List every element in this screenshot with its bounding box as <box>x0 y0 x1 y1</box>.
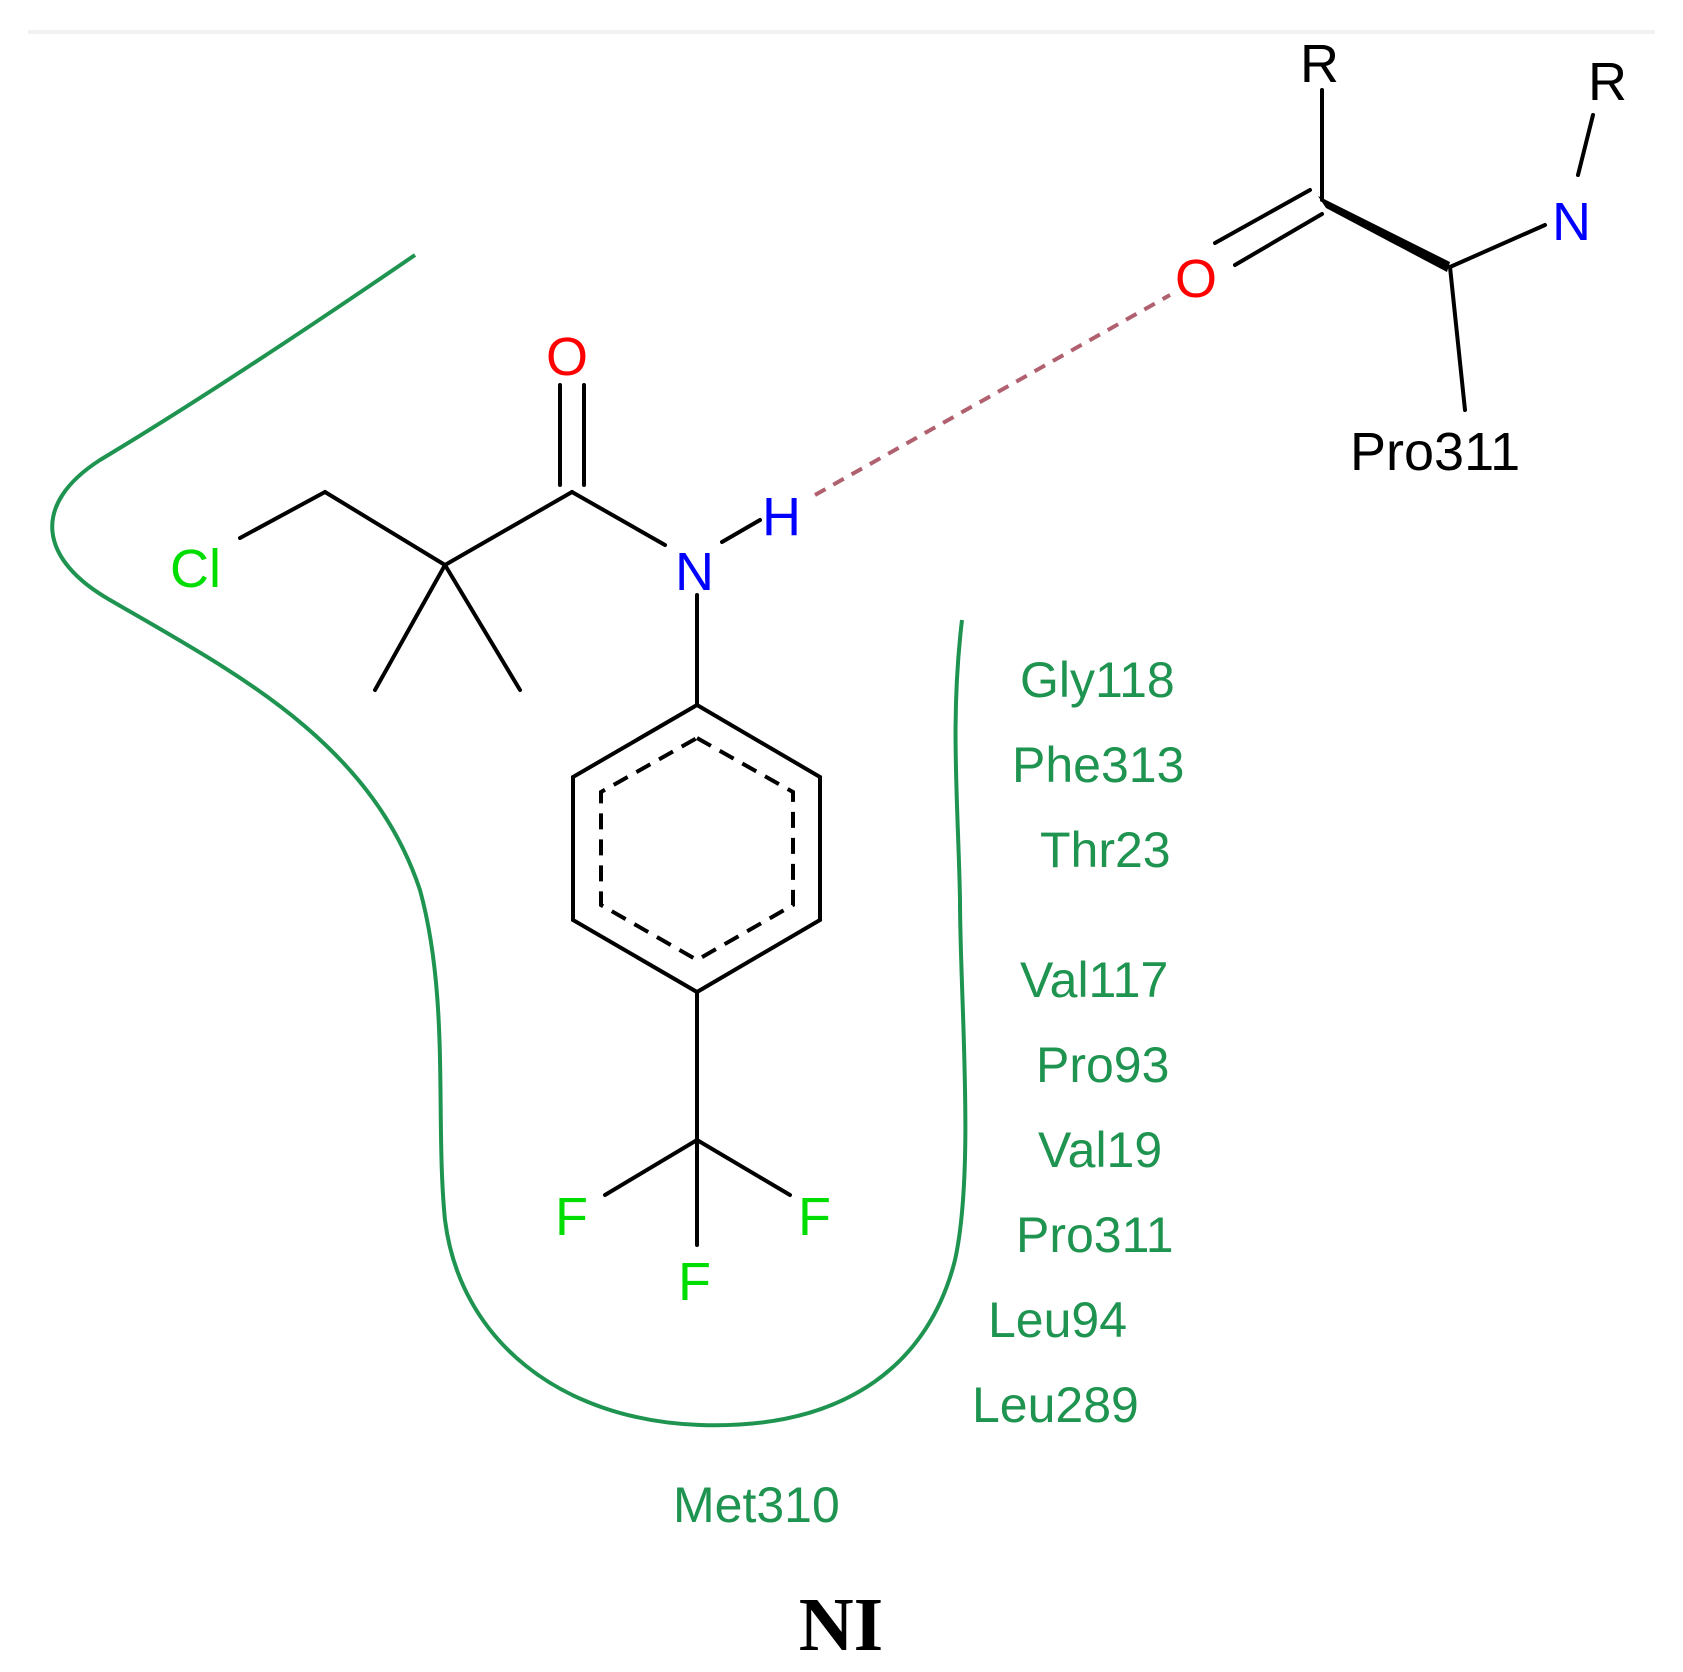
amide-nitrogen-atom: N <box>675 542 714 602</box>
amide-hydrogen-atom: H <box>762 487 801 547</box>
residue-label: Phe313 <box>1012 737 1184 793</box>
residue-label: Gly118 <box>1020 652 1175 708</box>
residue-label: Leu289 <box>972 1377 1139 1433</box>
receptor-skeleton <box>1213 88 1595 412</box>
wedge-bond <box>1318 196 1450 272</box>
fluorine-atom-bottom: F <box>678 1252 711 1312</box>
pocket-outline-left <box>50 253 968 1428</box>
receptor-oxygen-atom: O <box>1175 249 1217 309</box>
residue-label: Val117 <box>1020 952 1168 1008</box>
residue-label: Leu94 <box>988 1292 1127 1348</box>
chlorine-atom: Cl <box>170 539 221 599</box>
residue-label: Met310 <box>673 1477 840 1533</box>
residue-label: Thr23 <box>1040 822 1171 878</box>
ligand-skeleton <box>238 383 822 1247</box>
receptor-residue-label: Pro311 <box>1350 422 1520 482</box>
carbonyl-oxygen-atom: O <box>546 327 588 387</box>
receptor-nitrogen-atom: N <box>1552 192 1591 252</box>
fluorine-atom-right: F <box>798 1187 831 1247</box>
residue-label: Val19 <box>1038 1122 1162 1178</box>
residue-label: Pro93 <box>1036 1037 1169 1093</box>
pocket-residue-labels: Gly118 Phe313 Thr23 Val117 Pro93 Val19 P… <box>673 652 1184 1533</box>
figure-caption: NI <box>799 1583 883 1667</box>
residue-label: Pro311 <box>1016 1207 1174 1263</box>
fluorine-atom-left: F <box>555 1187 588 1247</box>
r-group-label-1: R <box>1300 34 1339 94</box>
r-group-label-2: R <box>1588 52 1627 112</box>
hydrogen-bond <box>814 293 1171 497</box>
